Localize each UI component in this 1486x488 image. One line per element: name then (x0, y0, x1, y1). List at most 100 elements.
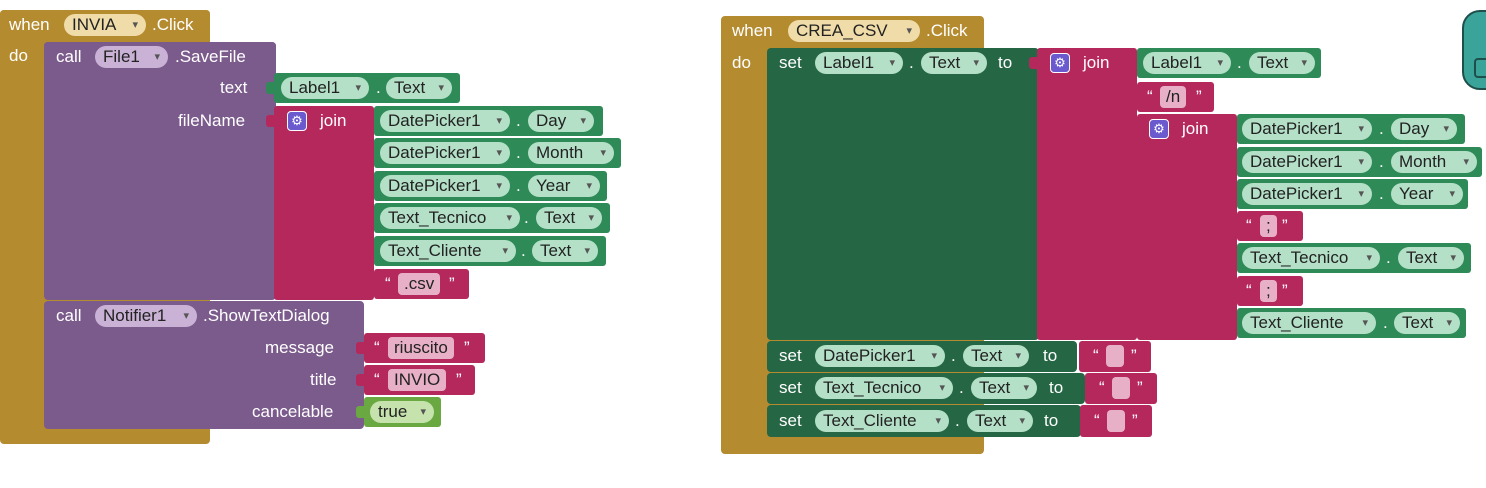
property-dropdown[interactable]: Text (1249, 52, 1315, 74)
true-dropdown[interactable]: true (370, 401, 434, 423)
dot-label: . (1237, 53, 1242, 72)
dot-label: . (376, 78, 381, 97)
property-dropdown[interactable]: Text (971, 377, 1037, 399)
dot-label: . (909, 53, 914, 72)
join-label: join (1182, 119, 1209, 138)
open-quote: “ (385, 274, 391, 293)
gear-icon[interactable]: ⚙ (287, 111, 307, 131)
text-value[interactable] (1106, 345, 1124, 367)
arg-cancelable-label: cancelable (252, 402, 334, 421)
socket-nub (1029, 57, 1037, 69)
property-dropdown[interactable]: Day (528, 110, 594, 132)
close-quote: ” (1132, 411, 1138, 430)
open-quote: “ (1147, 87, 1153, 106)
close-quote: ” (1282, 281, 1288, 300)
text-value[interactable]: /n (1160, 86, 1187, 108)
open-quote: “ (1246, 216, 1252, 235)
text-value[interactable] (1112, 377, 1130, 399)
component-dropdown[interactable]: DatePicker1 (380, 110, 510, 132)
text-value[interactable]: .csv (398, 273, 441, 295)
call-label: call (56, 306, 82, 325)
open-quote: “ (1094, 411, 1100, 430)
dot-label: . (516, 111, 521, 130)
do-label: do (732, 53, 751, 72)
message-value[interactable]: riuscito (388, 337, 454, 359)
text-value[interactable]: ; (1260, 280, 1277, 302)
to-label: to (1044, 411, 1059, 430)
join-block[interactable] (274, 106, 374, 300)
component-dropdown[interactable]: DatePicker1 (380, 175, 510, 197)
property-dropdown[interactable]: Text (532, 240, 598, 262)
notifier1-dropdown[interactable]: Notifier1 (95, 305, 197, 327)
property-dropdown[interactable]: Year (528, 175, 600, 197)
dot-label: . (1379, 119, 1384, 138)
gear-icon[interactable]: ⚙ (1149, 119, 1169, 139)
component-dropdown[interactable]: DatePicker1 (1242, 118, 1372, 140)
click-label: .Click (926, 21, 968, 40)
socket-nub (356, 406, 364, 418)
inner-join-block[interactable] (1137, 114, 1237, 340)
label1-dropdown[interactable]: Label1 (281, 77, 369, 99)
component-dropdown[interactable]: DatePicker1 (1242, 151, 1372, 173)
arg-text-label: text (220, 78, 248, 97)
text-value[interactable] (1107, 410, 1125, 432)
component-dropdown[interactable]: Text_Tecnico (380, 207, 520, 229)
component-dropdown[interactable]: Label1 (815, 52, 903, 74)
property-dropdown[interactable]: Day (1391, 118, 1457, 140)
component-dropdown[interactable]: Text_Cliente (380, 240, 516, 262)
open-quote: “ (1099, 378, 1105, 397)
component-dropdown[interactable]: DatePicker1 (380, 142, 510, 164)
join-label: join (320, 111, 347, 130)
property-dropdown[interactable]: Text (536, 207, 602, 229)
event-component-dropdown[interactable]: INVIA (64, 14, 146, 36)
property-dropdown[interactable]: Month (528, 142, 614, 164)
property-dropdown[interactable]: Text (921, 52, 987, 74)
dot-label: . (524, 208, 529, 227)
socket-nub (356, 374, 364, 386)
text-prop-dropdown[interactable]: Text (386, 77, 452, 99)
text-value[interactable]: ; (1260, 215, 1277, 237)
join-label: join (1083, 53, 1110, 72)
component-dropdown[interactable]: DatePicker1 (1242, 183, 1372, 205)
set-label1-text-block[interactable] (767, 48, 1039, 340)
dot-label: . (1379, 184, 1384, 203)
join-block[interactable] (1037, 48, 1137, 340)
socket-nub (356, 342, 364, 354)
property-dropdown[interactable]: Year (1391, 183, 1463, 205)
component-dropdown[interactable]: DatePicker1 (815, 345, 945, 367)
component-dropdown[interactable]: Text_Cliente (815, 410, 949, 432)
socket-nub (266, 115, 274, 127)
property-dropdown[interactable]: Text (1398, 247, 1464, 269)
open-quote: “ (374, 338, 380, 357)
close-quote: ” (456, 370, 462, 389)
dot-label: . (1379, 152, 1384, 171)
backpack-icon[interactable] (1462, 10, 1486, 90)
backpack-pocket (1474, 58, 1486, 78)
component-dropdown[interactable]: Text_Cliente (1242, 312, 1376, 334)
when-label: when (732, 21, 773, 40)
dot-label: . (516, 143, 521, 162)
component-dropdown[interactable]: Text_Tecnico (1242, 247, 1380, 269)
file1-dropdown[interactable]: File1 (95, 46, 168, 68)
to-label: to (1043, 346, 1058, 365)
close-quote: ” (464, 338, 470, 357)
call-file1-savefile-block[interactable] (44, 42, 276, 300)
event-component-dropdown[interactable]: CREA_CSV (788, 20, 920, 42)
dot-label: . (516, 176, 521, 195)
property-dropdown[interactable]: Text (963, 345, 1029, 367)
dot-label: . (959, 378, 964, 397)
gear-icon[interactable]: ⚙ (1050, 53, 1070, 73)
component-dropdown[interactable]: Text_Tecnico (815, 377, 953, 399)
property-dropdown[interactable]: Month (1391, 151, 1477, 173)
dot-label: . (951, 346, 956, 365)
to-label: to (998, 53, 1013, 72)
component-dropdown[interactable]: Label1 (1143, 52, 1231, 74)
dot-label: . (1383, 313, 1388, 332)
title-value[interactable]: INVIO (388, 369, 447, 391)
close-quote: ” (1196, 87, 1202, 106)
call-label: call (56, 47, 82, 66)
close-quote: ” (449, 274, 455, 293)
socket-nub (266, 82, 274, 94)
property-dropdown[interactable]: Text (1394, 312, 1460, 334)
property-dropdown[interactable]: Text (967, 410, 1033, 432)
